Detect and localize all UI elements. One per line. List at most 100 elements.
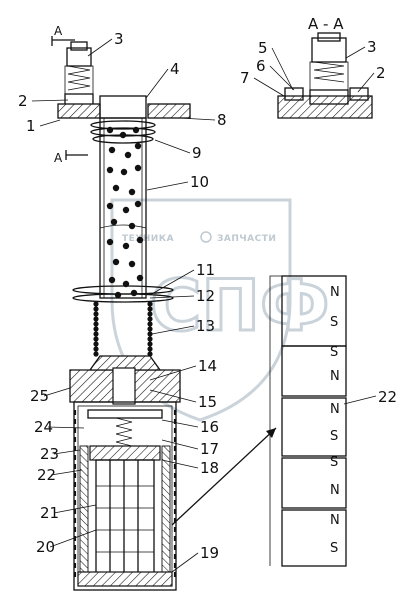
magnet-label-6: S <box>330 455 338 470</box>
section-marker-bottom: А <box>54 150 88 165</box>
leader-22-right <box>343 395 377 405</box>
hole-8 <box>134 164 142 172</box>
callout-4: 4 <box>170 60 180 78</box>
upper-valve <box>64 41 94 107</box>
leader-15 <box>149 389 197 403</box>
callout-12: 12 <box>196 287 215 305</box>
spring-coil-r <box>147 326 153 332</box>
bellows-mid <box>72 285 174 303</box>
callout-7: 7 <box>240 69 250 87</box>
callout-8: 8 <box>217 111 227 129</box>
spring-coil-l <box>93 326 99 332</box>
section-marker-top: А <box>51 24 75 46</box>
spring-coil-r <box>147 331 153 337</box>
leader-lines <box>31 38 377 573</box>
hole-23 <box>136 274 144 282</box>
hole-11 <box>106 202 114 210</box>
spring-coil-r <box>147 301 153 307</box>
leader-2 <box>31 99 69 102</box>
callout-9: 9 <box>192 144 202 162</box>
leader-1 <box>39 119 61 127</box>
hole-0 <box>106 126 114 134</box>
spring-coil-l <box>93 301 99 307</box>
leader-10 <box>146 181 189 191</box>
leader-aa-3 <box>345 46 366 59</box>
hole-3 <box>108 146 116 154</box>
callout-3: 3 <box>114 30 124 48</box>
hole-19 <box>112 258 120 266</box>
section-title: А - А <box>308 15 344 33</box>
leader-24 <box>47 426 85 429</box>
watermark: СПФ ТЕХНИКА ЗАПЧАСТИ <box>110 198 331 422</box>
leader-13 <box>151 325 195 335</box>
callout-1: 1 <box>26 117 36 135</box>
svg-text:А: А <box>54 151 63 165</box>
hole-1 <box>119 131 127 139</box>
hole-15 <box>128 222 136 230</box>
callout-10: 10 <box>190 173 209 191</box>
leader-9 <box>154 139 191 154</box>
spring-coil-l <box>93 321 99 327</box>
magnet-label-1: S <box>330 315 338 330</box>
hole-6 <box>106 166 114 174</box>
hole-2 <box>132 126 140 134</box>
spring-coil-l <box>93 336 99 342</box>
leader-20 <box>49 529 97 548</box>
leader-14 <box>149 365 197 381</box>
flange-right <box>147 103 191 119</box>
hole-18 <box>136 236 144 244</box>
hole-24 <box>114 291 122 299</box>
hole-14 <box>110 218 118 226</box>
hole-13 <box>134 200 142 208</box>
spring-coil-r <box>147 346 153 352</box>
callout-23: 23 <box>40 445 59 463</box>
spring-coil-l <box>93 351 99 357</box>
spring-coil-r <box>147 351 153 357</box>
hole-25 <box>130 289 138 297</box>
leader-25 <box>43 387 71 397</box>
leader-8 <box>179 117 216 121</box>
spring-coil-r <box>147 341 153 347</box>
spring-coil-r <box>147 311 153 317</box>
callout-16: 16 <box>200 418 219 436</box>
callout-21: 21 <box>40 504 59 522</box>
watermark-right-text: ЗАПЧАСТИ <box>217 234 276 244</box>
callout-20: 20 <box>36 538 55 556</box>
center-pin <box>112 367 136 405</box>
tube-holes <box>106 126 144 299</box>
leader-7 <box>253 77 285 97</box>
hole-17 <box>122 242 130 250</box>
hole-20 <box>128 260 136 268</box>
leader-16 <box>161 419 199 428</box>
callout-24: 24 <box>34 418 53 436</box>
hole-5 <box>134 142 142 150</box>
spring-coil-l <box>93 316 99 322</box>
callout-6: 6 <box>256 57 266 75</box>
magnet-label-0: N <box>330 285 340 300</box>
perforated-tube <box>99 117 147 299</box>
watermark-logo: СПФ <box>150 265 329 347</box>
magnet-strip <box>269 275 347 567</box>
spring-coil-l <box>93 346 99 352</box>
leader-17 <box>161 439 199 450</box>
leader-21 <box>53 504 97 514</box>
magnet-label-3: N <box>330 369 340 384</box>
callout-18: 18 <box>200 459 219 477</box>
leader-22 <box>50 469 83 476</box>
watermark-left-text: ТЕХНИКА <box>122 234 174 244</box>
leader-4 <box>145 68 169 99</box>
leader-23 <box>53 449 81 455</box>
magnet-label-4: N <box>330 402 340 417</box>
flange-left <box>57 103 101 119</box>
spring-coil-r <box>147 316 153 322</box>
spring-coil-r <box>147 306 153 312</box>
spring-coil-r <box>147 336 153 342</box>
hole-4 <box>124 151 132 159</box>
callout-25: 25 <box>30 387 49 405</box>
leader-11 <box>149 269 195 296</box>
hole-12 <box>122 206 130 214</box>
spring <box>93 301 153 357</box>
callout-22: 22 <box>37 466 56 484</box>
callout-labels: 1234567891011121314151617181920212223242… <box>18 30 397 562</box>
